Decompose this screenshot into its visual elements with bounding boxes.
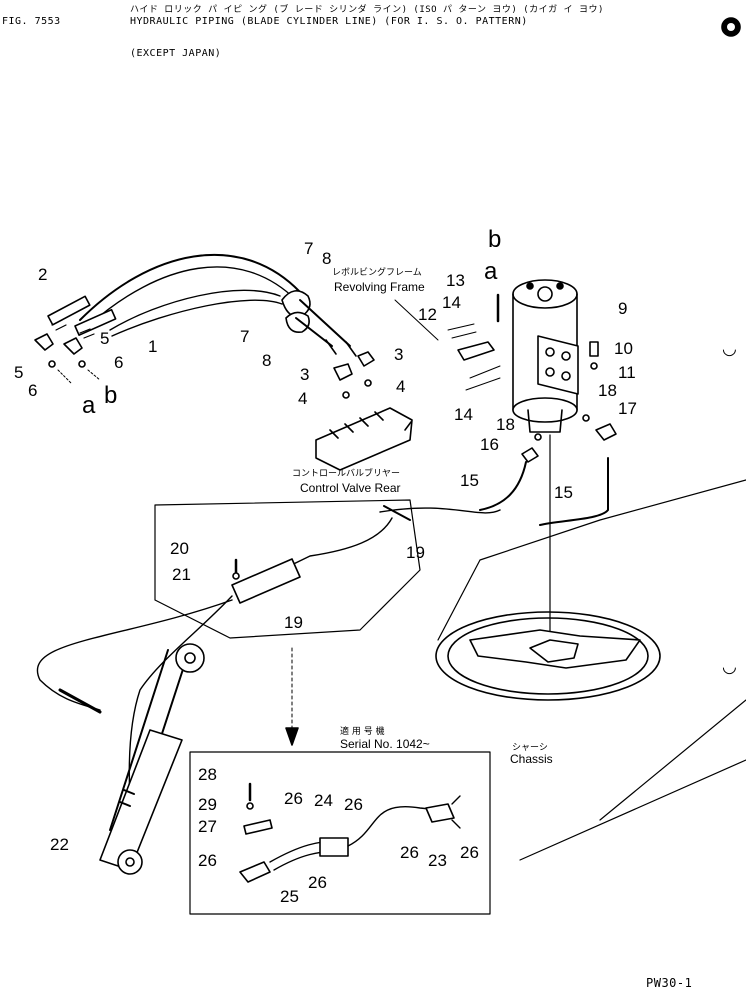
swivel-joint — [512, 279, 579, 433]
control-valve — [315, 407, 413, 471]
callout-12: 12 — [418, 305, 437, 324]
elbow-5-left — [34, 333, 54, 351]
callout-15: 15 — [460, 471, 479, 490]
callout-8: 8 — [262, 351, 272, 370]
elbow-5-right — [63, 337, 83, 355]
callout-16: 16 — [480, 435, 499, 454]
callout-11: 11 — [618, 363, 636, 382]
callout-4: 4 — [396, 377, 406, 396]
callout-13: 13 — [446, 271, 465, 290]
callout-14: 14 — [454, 405, 473, 424]
inset-frame-upper — [154, 499, 421, 639]
callout-6: 6 — [114, 353, 124, 372]
callout-b: b — [488, 226, 502, 253]
subtitle: (EXCEPT JAPAN) — [130, 48, 222, 59]
callout-24: 24 — [314, 791, 333, 810]
callout-14: 14 — [442, 293, 461, 312]
callout-3: 3 — [300, 365, 310, 384]
callout-19: 19 — [284, 613, 303, 632]
oring-6-left — [48, 360, 56, 368]
callout-18: 18 — [496, 415, 515, 434]
chassis-label: Chassis — [510, 752, 553, 766]
callout-2: 2 — [38, 265, 48, 284]
callout-21: 21 — [172, 565, 191, 584]
callout-10: 10 — [614, 339, 633, 358]
callout-b: b — [104, 382, 118, 409]
blade-cylinder — [99, 643, 205, 875]
callout-3: 3 — [394, 345, 404, 364]
hose-2 — [79, 253, 301, 321]
page-code: PW30-1 — [646, 976, 693, 990]
hose-2-outer — [87, 266, 297, 327]
callout-22: 22 — [50, 835, 69, 854]
callout-27: 27 — [198, 817, 217, 836]
callout-26: 26 — [460, 843, 479, 862]
title-japanese: ハイド ロリック パ イピ ング (ブ レード シリンダ ライン) (ISO パ… — [130, 5, 604, 15]
callout-29: 29 — [198, 795, 217, 814]
title-english: HYDRAULIC PIPING (BLADE CYLINDER LINE) (… — [130, 16, 528, 27]
inset-frame-lower — [189, 751, 491, 915]
callout-18: 18 — [598, 381, 617, 400]
callout-7: 7 — [240, 327, 250, 346]
callout-15: 15 — [554, 483, 573, 502]
callout-26: 26 — [308, 873, 327, 892]
callout-a: a — [484, 258, 498, 285]
callout-5: 5 — [14, 363, 24, 382]
serial-label: Serial No. 1042~ — [340, 737, 430, 751]
callout-7: 7 — [304, 239, 314, 258]
binder-mark: ◡ — [722, 657, 737, 676]
callout-28: 28 — [198, 765, 217, 784]
callout-6: 6 — [28, 381, 38, 400]
binder-mark: ◡ — [722, 339, 737, 358]
callout-9: 9 — [618, 299, 628, 318]
callout-26: 26 — [284, 789, 303, 808]
elbow-3-left — [333, 363, 353, 381]
revolving-frame-label: Revolving Frame — [334, 280, 425, 294]
revolving-frame-jp: レボルビングフレーム — [332, 268, 422, 278]
hose-15-left — [479, 461, 527, 511]
callout-20: 20 — [170, 539, 189, 558]
hose-15-right — [539, 457, 609, 526]
control-valve-jp: コントロールバルブリヤー — [292, 469, 401, 479]
callout-26: 26 — [344, 795, 363, 814]
callout-23: 23 — [428, 851, 447, 870]
elbow-3-top — [357, 351, 375, 367]
callout-1: 1 — [148, 337, 158, 356]
callout-25: 25 — [280, 887, 299, 906]
callout-a: a — [82, 392, 96, 419]
callout-17: 17 — [618, 399, 637, 418]
oring-6-right — [78, 360, 86, 368]
callout-26: 26 — [198, 851, 217, 870]
clamp-19 — [231, 558, 301, 604]
stamp-icon — [721, 17, 741, 37]
control-valve-label: Control Valve Rear — [300, 481, 401, 495]
chassis-jp: シャーシ — [512, 743, 548, 753]
chassis-turntable — [435, 479, 746, 861]
figure-number: FIG. 7553 — [2, 16, 61, 27]
bracket-12 — [457, 341, 495, 361]
callout-5: 5 — [100, 329, 110, 348]
callout-8: 8 — [322, 249, 332, 268]
callout-26: 26 — [400, 843, 419, 862]
hose-1b — [111, 299, 283, 337]
hose-1 — [109, 289, 281, 331]
serial-jp: 適 用 号 機 — [340, 727, 385, 737]
callout-4: 4 — [298, 389, 308, 408]
callout-19: 19 — [406, 543, 425, 562]
